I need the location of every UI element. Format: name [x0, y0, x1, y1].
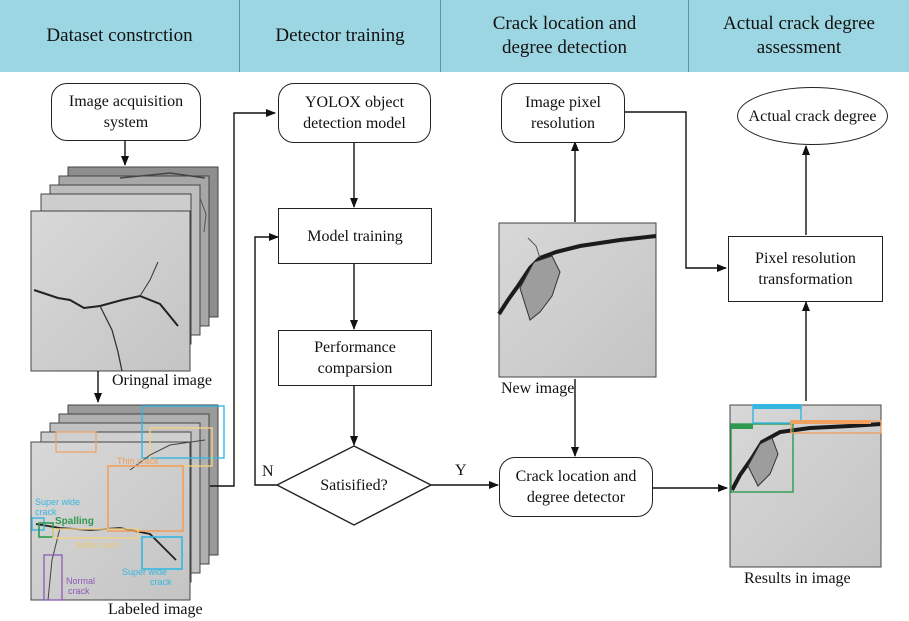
- super-wide-crack-box-bottom: [141, 536, 183, 570]
- crack-detector-node: Crack location and degree detector: [499, 457, 653, 517]
- performance-comparison-node: Performance comparsion: [278, 330, 432, 386]
- caption-new-image: New image: [501, 380, 575, 397]
- normal-crack-box: [43, 554, 63, 601]
- satisfied-decision-node: Satisified?: [320, 476, 388, 494]
- image-pixel-resolution-node: Image pixel resolution: [501, 83, 625, 143]
- results-image: [729, 404, 882, 568]
- edge-label-yes: Y: [455, 462, 467, 479]
- label-wide-crack: Wide crack: [75, 540, 120, 550]
- original-image-stack: [30, 166, 219, 372]
- model-training-node: Model training: [278, 208, 432, 264]
- labeled-image: [30, 441, 191, 601]
- caption-labeled-image: Labeled image: [108, 601, 203, 618]
- wide-crack-box: [52, 528, 139, 539]
- actual-crack-degree-node: Actual crack degree: [737, 87, 888, 145]
- image-acquisition-node: Image acquisition system: [51, 83, 201, 141]
- label-spalling: Spalling: [55, 516, 94, 527]
- caption-results-image: Results in image: [744, 570, 851, 587]
- edge-label-no: N: [262, 463, 274, 480]
- label-thin-crack: Thin crack: [117, 456, 159, 466]
- satisfied-decision-shape: [275, 445, 433, 526]
- header-crack-location: Crack location and degree detection: [441, 0, 689, 72]
- new-image: [497, 222, 657, 378]
- caption-original-image: Oringnal image: [112, 372, 212, 389]
- yolox-model-node: YOLOX object detection model: [278, 83, 431, 143]
- original-image: [30, 210, 191, 372]
- thin-crack-box: [107, 465, 184, 532]
- super-wide-crack-box-left: [31, 517, 45, 531]
- header-actual-degree: Actual crack degree assessment: [689, 0, 909, 72]
- pixel-resolution-transformation-node: Pixel resolution transformation: [728, 236, 883, 302]
- header-dataset-construction: Dataset constrction: [0, 0, 240, 72]
- header-detector-training: Detector training: [240, 0, 441, 72]
